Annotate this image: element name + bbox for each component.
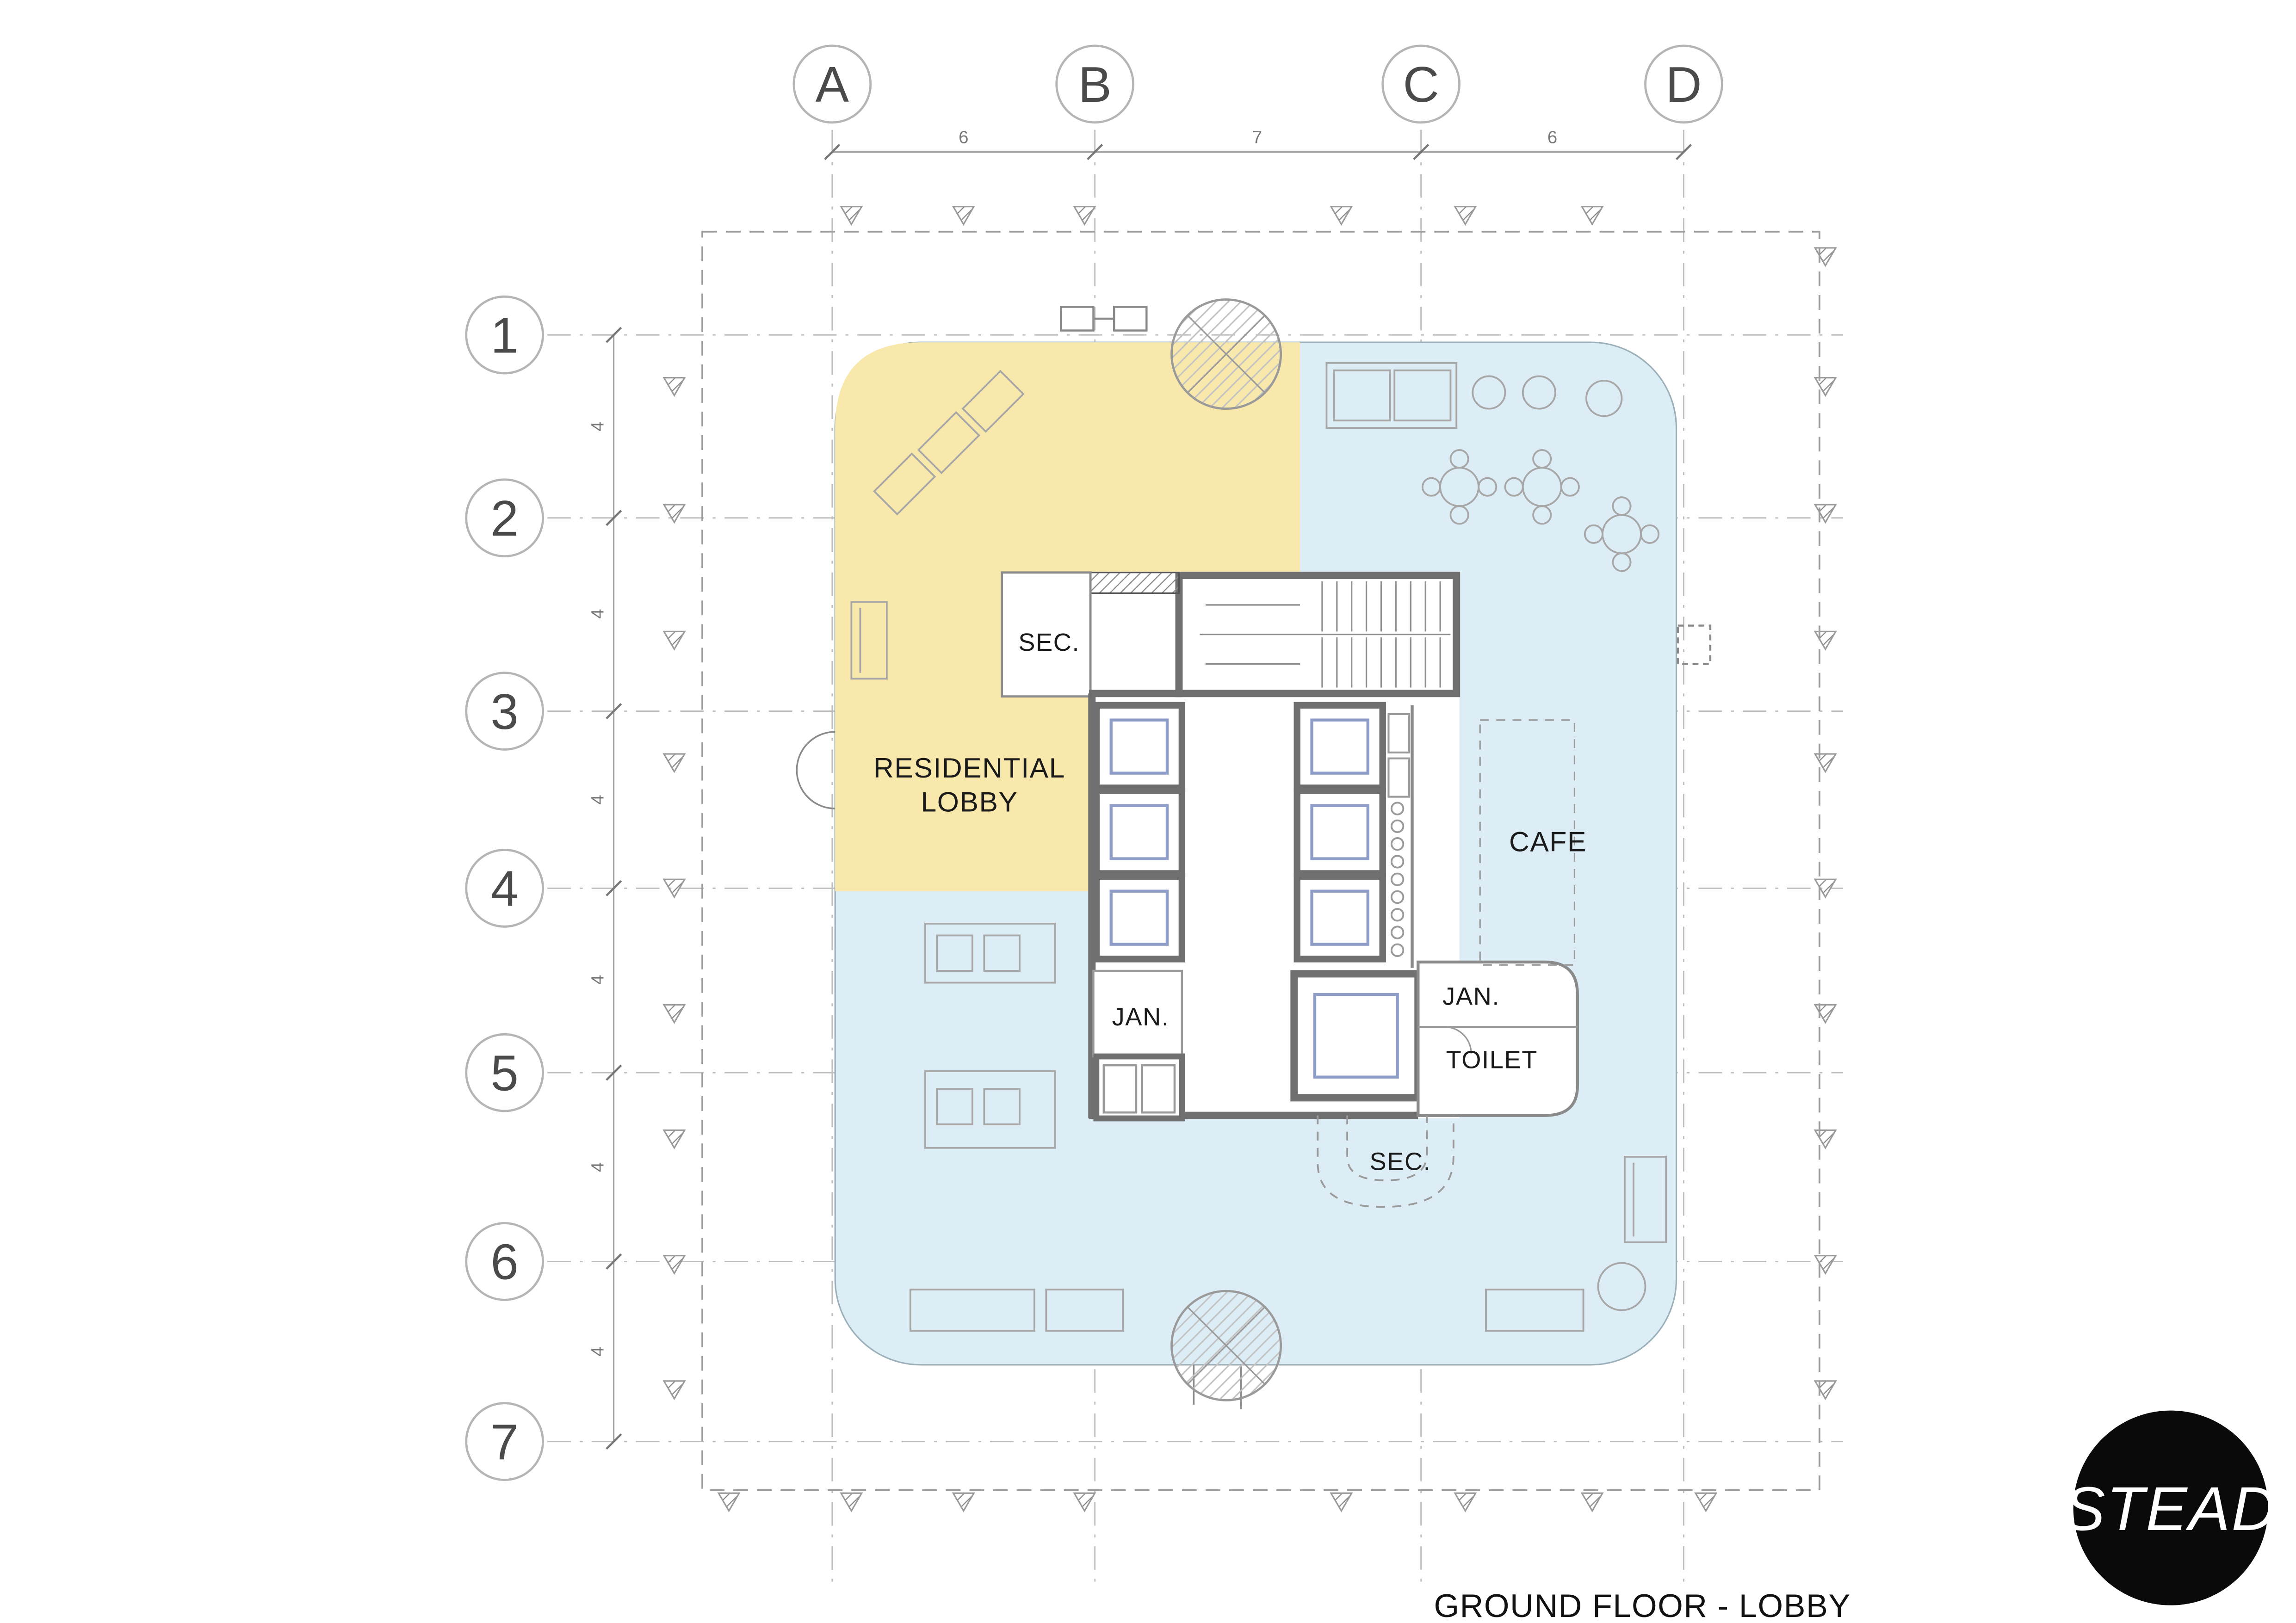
waiting-table-group-2: [924, 1070, 1056, 1149]
building-core: [1001, 571, 1579, 1208]
svg-text:D: D: [1665, 56, 1702, 112]
label-sec-lower: SEC.: [1370, 1148, 1431, 1176]
bench: [1485, 1289, 1584, 1332]
side-door-right: [1677, 624, 1712, 665]
site-boundary: [701, 230, 1820, 1491]
security-room-upper: [1001, 571, 1092, 698]
dim-left-3: 4: [588, 795, 607, 804]
label-jan-left: JAN.: [1112, 1003, 1170, 1031]
label-sec-upper: SEC.: [1018, 629, 1080, 656]
svg-text:B: B: [1078, 56, 1111, 112]
stair: [1175, 572, 1461, 697]
entry-doors: [796, 306, 1712, 1409]
elevator-shaft: [1093, 702, 1186, 791]
label-cafe: CAFE: [1509, 826, 1587, 858]
svg-text:4: 4: [490, 861, 518, 917]
row-bubble-7: 7: [465, 1402, 544, 1481]
elevator-bank-left: [1093, 702, 1186, 963]
row-bubble-3: 3: [465, 672, 544, 751]
svg-text:5: 5: [490, 1045, 518, 1101]
svg-text:2: 2: [490, 490, 518, 546]
planter: [1597, 1262, 1646, 1311]
lounge-sofa-left: [850, 601, 888, 680]
cafe-zone-dashed: [1479, 719, 1576, 966]
sofa-right: [1623, 1156, 1667, 1243]
elevator-shaft: [1293, 787, 1386, 877]
row-bubble-2: 2: [465, 478, 544, 558]
dim-left-6: 4: [588, 1346, 607, 1356]
dim-top-3: 6: [1547, 127, 1557, 147]
svg-text:6: 6: [490, 1234, 518, 1290]
room-labels: SEC. RESIDENTIAL LOBBY CAFE JAN. JAN. TO…: [873, 629, 1587, 1176]
svg-text:1: 1: [490, 307, 518, 363]
cafe-table-3: [1584, 496, 1660, 572]
grid-bubbles: A B C D 1 2 3 4: [465, 44, 1723, 1481]
waiting-table-group-1: [924, 923, 1056, 984]
bench: [909, 1289, 1035, 1332]
row-bubble-4: 4: [465, 849, 544, 928]
dim-left-1: 4: [588, 421, 607, 431]
toilet-block: [1417, 960, 1579, 1117]
column-bubble-D: D: [1644, 44, 1723, 124]
row-bubble-5: 5: [465, 1033, 544, 1112]
dim-top-1: 6: [959, 127, 968, 147]
furniture: [850, 362, 1667, 1332]
row-bubble-1: 1: [465, 295, 544, 375]
cafe-chairs: [1472, 375, 1623, 417]
janitor-room-left: [1092, 969, 1185, 1122]
top-dimension-line: 6 7 6: [824, 127, 1692, 160]
dim-top-2: 7: [1252, 127, 1262, 147]
label-residential-lobby-1: RESIDENTIAL: [873, 752, 1065, 784]
elevator-shaft: [1093, 787, 1186, 877]
logo-circle: [2073, 1410, 2268, 1605]
dim-left-4: 4: [588, 975, 607, 985]
column-bubble-B: B: [1055, 44, 1134, 124]
elevator-shaft: [1293, 702, 1386, 791]
service-elevator-shaft: [1290, 970, 1422, 1102]
column-bubble-A: A: [792, 44, 872, 124]
column-bottom: [1170, 1290, 1282, 1401]
dim-left-5: 4: [588, 1162, 607, 1172]
dim-left-2: 4: [588, 609, 607, 618]
column-top: [1170, 298, 1282, 410]
column-bubble-C: C: [1381, 44, 1461, 124]
side-entrance-left: [796, 731, 835, 809]
cafe-sofa-group: [1325, 362, 1458, 429]
logo-text: STEAD: [2064, 1475, 2278, 1543]
elevator-shaft: [1093, 873, 1186, 963]
stead-logo: STEAD: [2064, 1410, 2278, 1605]
bench: [1045, 1289, 1124, 1332]
sheet-title: GROUND FLOOR - LOBBY: [1434, 1587, 1850, 1623]
svg-text:C: C: [1403, 56, 1439, 112]
label-toilet: TOILET: [1446, 1046, 1538, 1074]
round-columns: [1170, 298, 1282, 1401]
cafe-table-2: [1504, 449, 1580, 525]
label-residential-lobby-2: LOBBY: [921, 786, 1018, 818]
main-entrance-top: [1060, 306, 1148, 332]
row-bubble-6: 6: [465, 1222, 544, 1301]
svg-text:A: A: [816, 56, 849, 112]
cafe-counter: [1387, 705, 1414, 968]
cafe-table-1: [1421, 449, 1498, 525]
lounge-sofa-angled: [873, 370, 1025, 516]
elevator-bank-right: [1290, 702, 1422, 1102]
elevator-shaft: [1293, 873, 1386, 963]
svg-text:7: 7: [490, 1414, 518, 1470]
security-dashed-arcs: [1317, 1115, 1454, 1208]
hatched-wall: [1087, 572, 1180, 594]
left-dimension-line: 4 4 4 4 4 4: [588, 327, 622, 1450]
label-jan-right: JAN.: [1442, 982, 1500, 1010]
svg-text:3: 3: [490, 684, 518, 740]
